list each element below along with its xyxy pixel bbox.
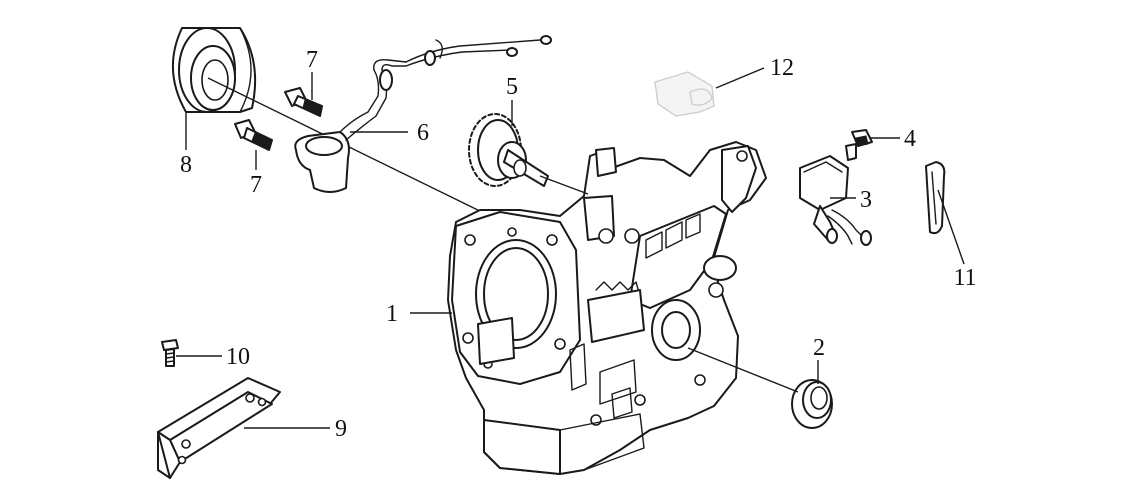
callout-9: 9 [335,416,347,442]
ball-bearing-part [172,27,257,113]
crankcase-part [447,141,767,475]
callout-5: 5 [506,74,518,100]
seal-axis-line [687,347,799,393]
plate-bolt-part [161,339,179,367]
ignition-coil-part [799,155,872,246]
callout-2: 2 [813,335,825,361]
leader-11 [937,189,965,265]
bolt-lower-part [234,119,273,151]
callout-8: 8 [180,152,192,178]
governor-gear-part [468,113,549,187]
callout-3: 3 [860,187,872,213]
callout-7-upper: 7 [306,47,318,73]
leader-12 [715,67,765,89]
bolt-upper-part [284,87,323,117]
callout-7-lower: 7 [250,172,262,198]
clip-part [654,71,715,117]
oil-seal-part [791,379,833,429]
callout-10: 10 [226,344,250,370]
callout-1: 1 [386,301,398,327]
callout-11: 11 [953,265,976,291]
base-plate-part [157,377,281,479]
gear-axis-line [539,175,589,195]
callout-12: 12 [770,55,794,81]
spring-clip-part [925,161,946,235]
callout-4: 4 [904,126,916,152]
coil-bolt-part [845,129,873,161]
callout-6: 6 [417,120,429,146]
